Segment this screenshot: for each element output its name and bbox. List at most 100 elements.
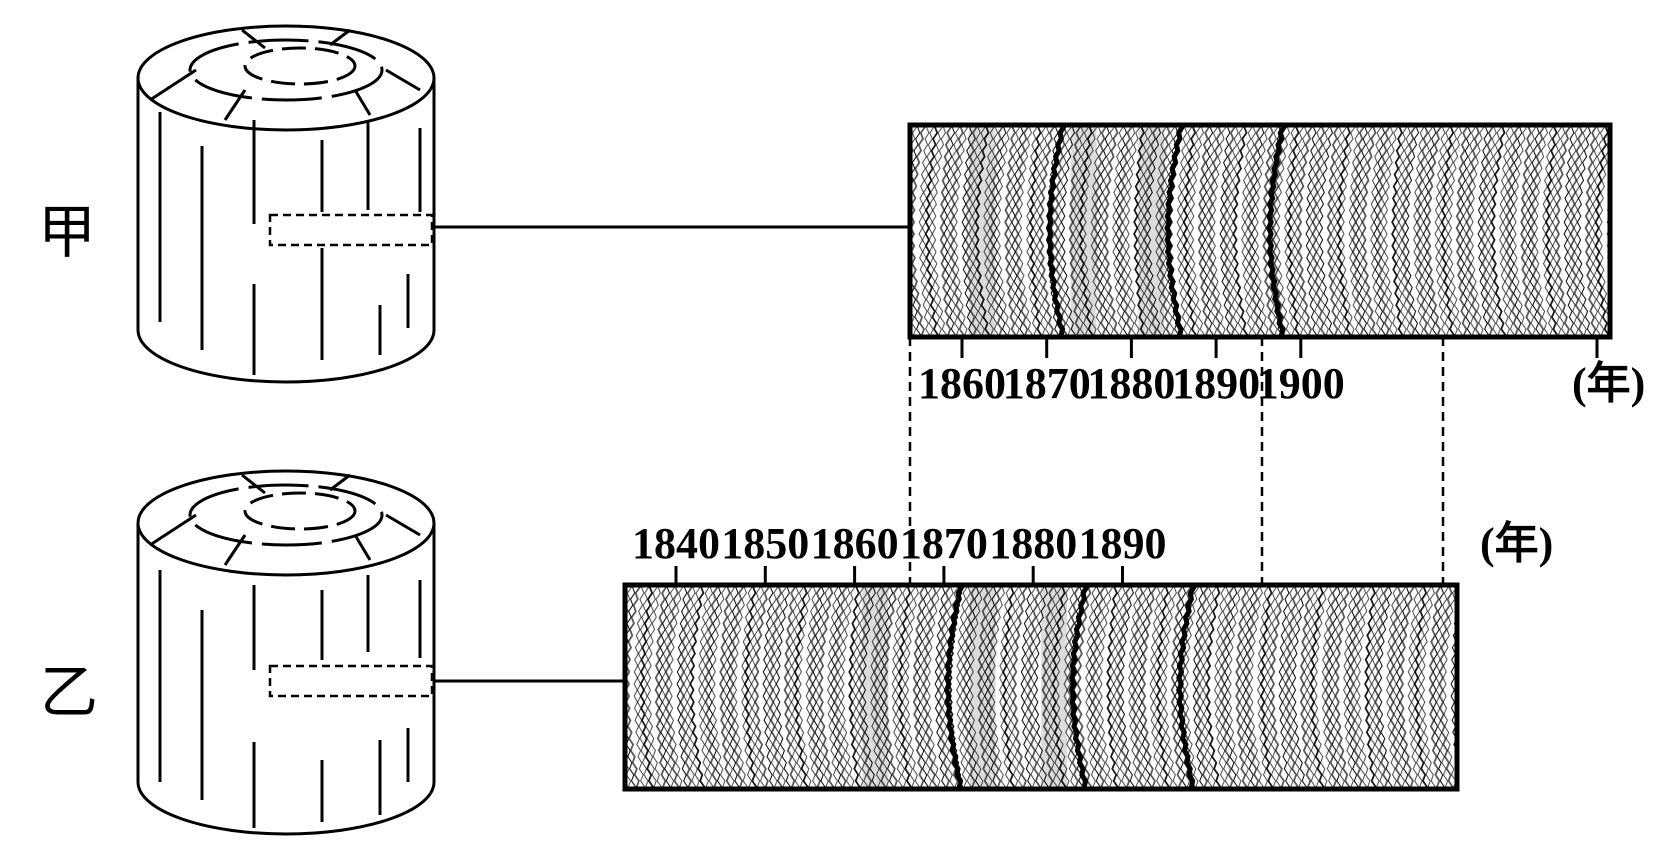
core-b-ring — [1392, 585, 1407, 789]
core-a-ring — [886, 121, 900, 341]
core-a-ring — [1573, 125, 1588, 337]
core-b-ring — [826, 585, 839, 789]
core-a-ring — [1090, 125, 1103, 337]
core-a-ring — [1103, 125, 1120, 337]
core-a-ring — [1469, 125, 1485, 337]
core-b-ring — [1395, 585, 1411, 789]
top-axis-tick-label: 1900 — [1257, 359, 1345, 408]
trunk-b-sample-core — [268, 664, 434, 698]
core-b-ring — [1266, 585, 1282, 789]
core-a-ring — [889, 121, 904, 341]
core-a-ring — [1035, 125, 1051, 337]
core-a-ring — [1422, 125, 1438, 337]
core-a-ring — [1437, 125, 1451, 337]
core-a-ring — [1508, 125, 1524, 337]
core-a-ring — [996, 125, 1012, 337]
core-a-dark-ring — [1265, 125, 1287, 337]
core-b-ring — [1055, 585, 1071, 789]
core-a-ring — [1161, 125, 1176, 337]
core-b-ring — [661, 585, 676, 789]
core-a-ring — [898, 121, 909, 341]
core-b-ring — [1367, 585, 1381, 789]
core-b-ring — [1410, 585, 1424, 789]
core-b-ring — [1435, 585, 1450, 789]
core-b-ring — [1020, 585, 1033, 789]
core-b-ring — [747, 585, 762, 789]
core-b-dark-ring — [1068, 585, 1090, 789]
core-a-ring — [949, 125, 965, 337]
core-a-ring — [1462, 125, 1477, 337]
core-a-ring — [1336, 125, 1352, 337]
core-a-ring — [1247, 125, 1262, 337]
core-b-ring — [1238, 585, 1252, 789]
bottom-axis-tick-label: 1840 — [632, 519, 720, 568]
tree-a-label: 甲 — [38, 198, 96, 266]
core-b-ring — [912, 585, 926, 789]
core-a-ring — [1512, 125, 1528, 337]
core-b-ring — [1371, 585, 1385, 789]
core-a-ring — [1060, 125, 1077, 337]
core-a-ring — [1404, 125, 1421, 337]
core-a-ring — [1017, 125, 1034, 337]
core-a-ring — [1355, 125, 1369, 337]
core-b-ring — [1309, 585, 1325, 789]
core-b-ring — [1023, 585, 1037, 789]
bottom-axis-tick-label: 1850 — [721, 519, 809, 568]
core-b-ring — [1088, 585, 1101, 789]
core-b-ring — [658, 585, 671, 789]
core-a-ring — [1373, 125, 1386, 337]
core-a-ring — [1283, 125, 1296, 337]
core-b-ring — [1299, 585, 1313, 789]
core-b-ring — [941, 585, 955, 789]
top-axis-tick-label: 1860 — [918, 359, 1006, 408]
core-b-ring — [719, 585, 732, 789]
core-a-ring — [1498, 125, 1511, 337]
core-a-ring — [1038, 125, 1056, 337]
core-b-ring — [1385, 585, 1398, 789]
core-b-ring — [1005, 585, 1020, 789]
core-b-ring — [1149, 585, 1162, 789]
core-b-ring — [1033, 585, 1050, 789]
core-b-ring — [916, 585, 929, 789]
core-a-ring — [918, 125, 931, 337]
core-a-ring — [1308, 125, 1322, 337]
core-a-ring — [1111, 125, 1124, 337]
core-a-ring — [1201, 125, 1214, 337]
core-b-ring — [1011, 585, 1028, 789]
core-a-ring — [1490, 125, 1507, 337]
core-b-ring — [707, 585, 723, 789]
bottom-axis-tick-label: 1880 — [989, 519, 1077, 568]
core-a-ring — [1082, 125, 1098, 337]
core-a-ring — [1146, 125, 1163, 337]
core-a-ring — [1229, 125, 1244, 337]
core-b-ring — [639, 585, 655, 789]
core-a-ring — [1032, 125, 1047, 337]
core-b-ring — [848, 585, 861, 789]
core-a-ring — [1551, 125, 1567, 337]
core-a-ring — [1057, 125, 1072, 337]
core-b-ring — [1159, 585, 1174, 789]
core-b-ring — [1155, 585, 1171, 789]
core-a-ring — [1502, 125, 1515, 337]
bottom-axis-tick-label: 1870 — [900, 519, 988, 568]
core-b-ring — [861, 585, 878, 789]
core-b-ring — [1438, 585, 1454, 789]
core-a-ring — [1219, 125, 1232, 337]
core-a-ring — [879, 121, 891, 341]
core-a-ring — [1434, 125, 1447, 337]
core-a-ring — [1419, 125, 1434, 337]
core-b-ring — [855, 585, 869, 789]
core-a-ring — [1262, 125, 1275, 337]
core-a-ring — [1398, 125, 1412, 337]
core-a-ring — [974, 125, 991, 337]
core-a-ring — [1598, 130, 1610, 337]
core-a-ring — [1211, 125, 1227, 337]
core-a-ring — [1100, 125, 1115, 337]
core-b-ring — [1313, 585, 1329, 789]
core-b-ring — [1001, 585, 1016, 789]
core-b-ring — [962, 585, 977, 789]
core-b-ring — [797, 585, 813, 789]
trunk-a-top-rings — [149, 28, 421, 121]
